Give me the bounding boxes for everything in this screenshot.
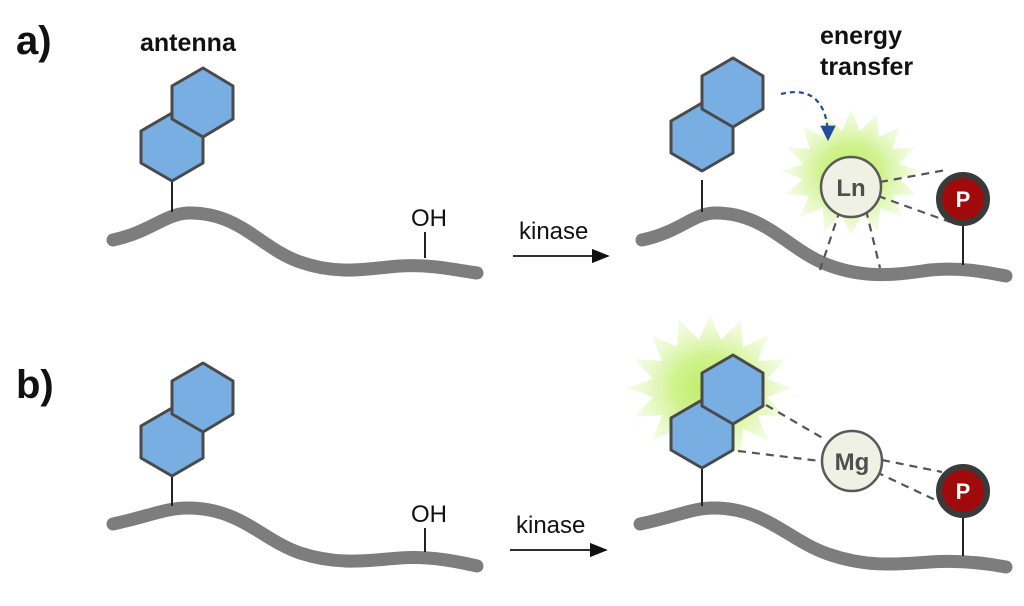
coordination-bond [818, 209, 842, 271]
panel-a-label: a) [16, 19, 52, 63]
antenna-hexagon-upper [700, 353, 765, 426]
phosphate-label: P [956, 187, 971, 212]
coordination-bond [864, 209, 882, 269]
panel-b: b) OH kinase [16, 314, 1013, 574]
kinase-arrow-a: kinase [513, 218, 610, 264]
antenna-label: antenna [140, 29, 237, 57]
peptide-backbone [106, 206, 484, 280]
substrate-unphosphorylated-a: OH [106, 66, 484, 280]
substrate-unphosphorylated-b: OH [106, 361, 484, 573]
kinase-label: kinase [516, 512, 585, 539]
panel-a: a) antenna OH kinase energy transfer [16, 19, 1013, 283]
antenna-group [669, 353, 765, 470]
energy-transfer-label-line2: transfer [820, 53, 913, 81]
lanthanide-ion [819, 155, 883, 219]
coordination-bond [879, 168, 947, 184]
lanthanide-label: Ln [836, 175, 865, 202]
kinase-label: kinase [519, 218, 588, 245]
hydroxyl-label: OH [411, 205, 447, 232]
phosphate-group [936, 172, 990, 226]
coordination-bond [875, 471, 947, 506]
phosphate-label: P [956, 479, 971, 504]
energy-transfer-label-line1: energy [820, 22, 902, 50]
coordination-bond [877, 194, 951, 224]
hydroxyl-label: OH [411, 501, 447, 528]
peptide-backbone [106, 501, 484, 573]
peptide-backbone [635, 206, 1013, 283]
antenna-group [139, 66, 235, 183]
kinase-arrow-b: kinase [510, 512, 608, 558]
antenna-group [139, 361, 235, 478]
phosphate-group [936, 464, 990, 518]
peptide-backbone [633, 501, 1013, 574]
panel-b-label: b) [16, 363, 54, 407]
antenna-hexagon-upper [170, 66, 235, 139]
antenna-hexagon-upper [700, 56, 765, 129]
coordination-bond [765, 404, 827, 441]
magnesium-label: Mg [835, 449, 870, 476]
energy-transfer-arrow [780, 91, 836, 142]
substrate-phosphorylated-b: Mg P [627, 314, 1013, 574]
substrate-phosphorylated-a: energy transfer Ln P [635, 22, 1013, 283]
magnesium-ion [820, 429, 884, 493]
antenna-group [669, 56, 765, 173]
antenna-hexagon-upper [170, 361, 235, 434]
coordination-bond [881, 458, 943, 474]
coordination-bond [737, 449, 821, 463]
